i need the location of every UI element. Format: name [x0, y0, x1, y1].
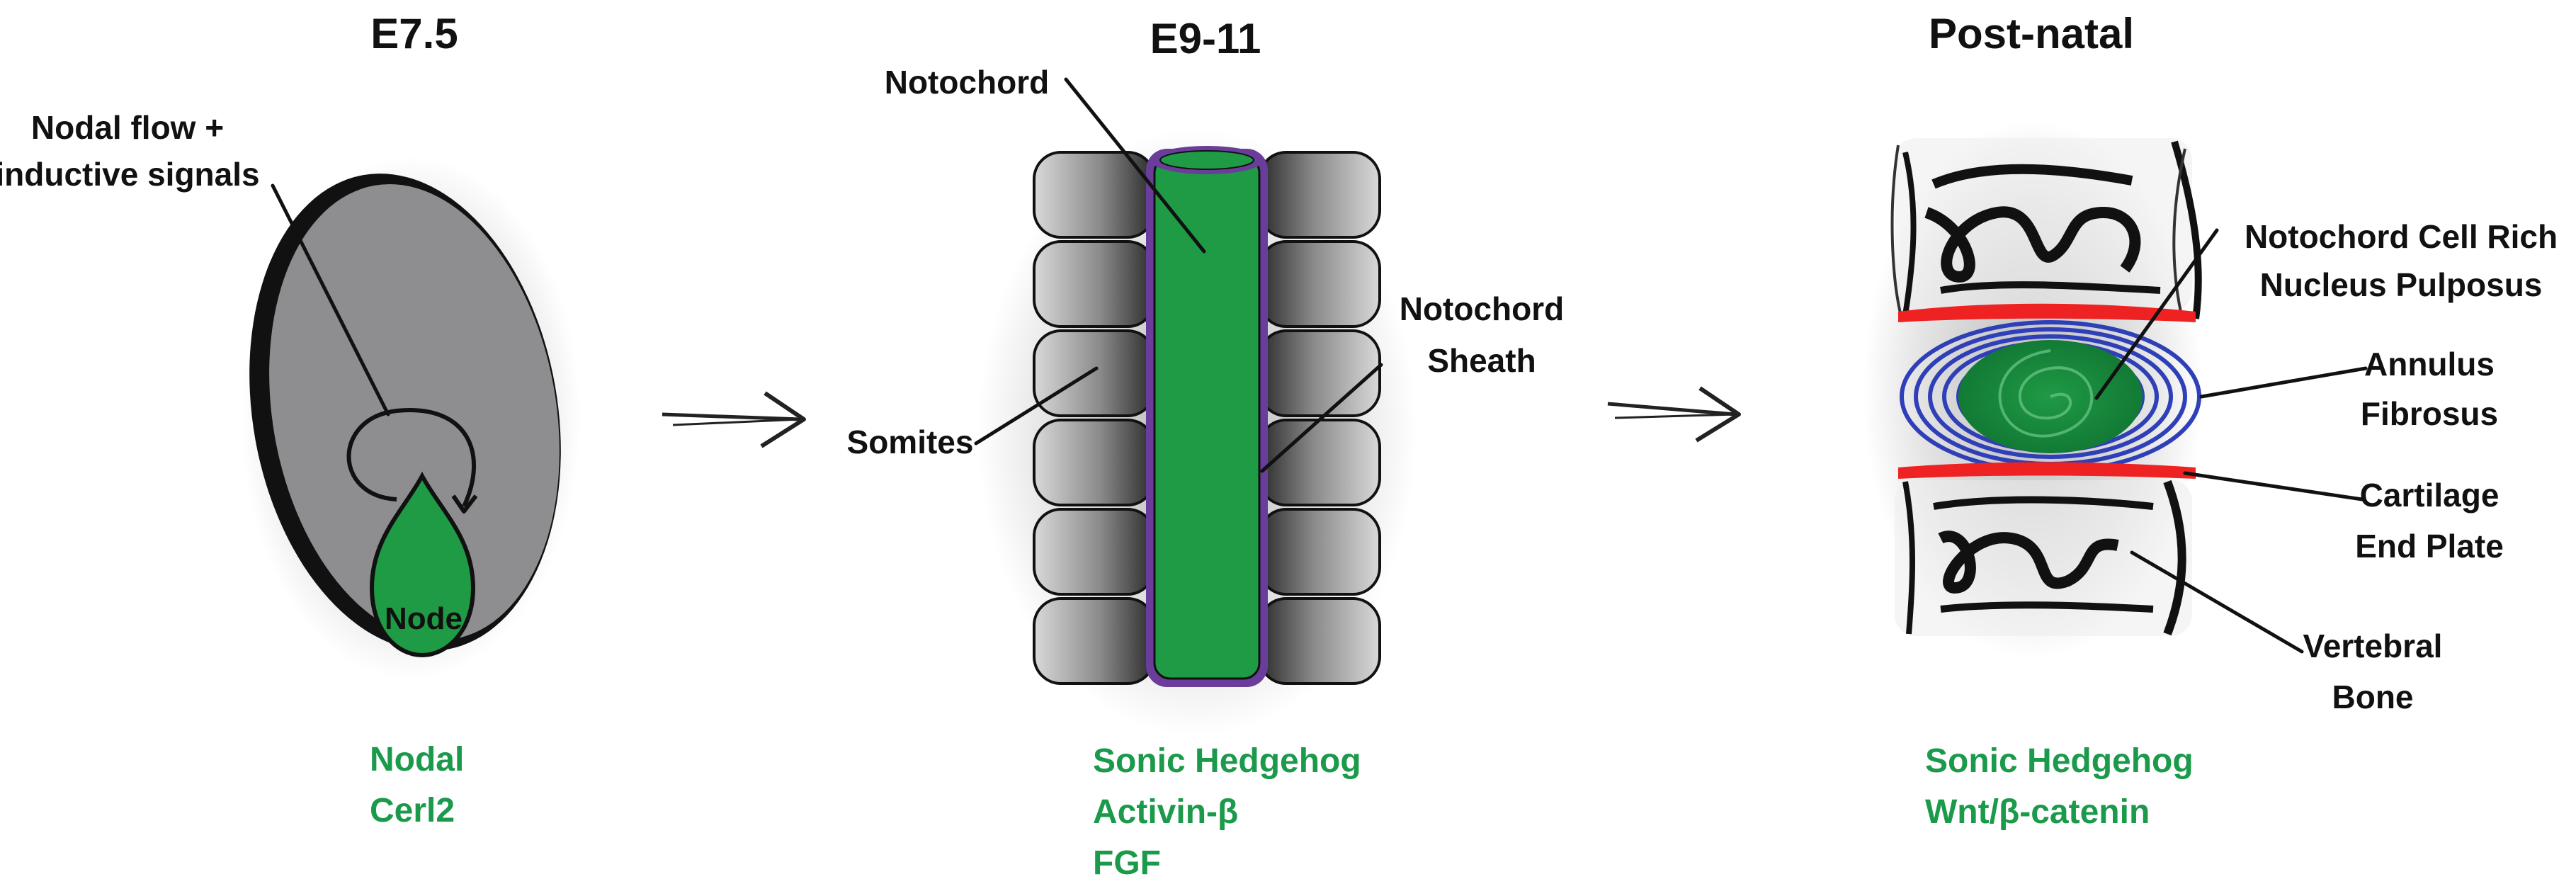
vertebral-bone-label-line1: Vertebral	[2303, 628, 2443, 664]
e9-11-gene-1: Sonic Hedgehog	[1093, 742, 1361, 780]
stage-e7-5: E7.5 Node Nodal flow + inductive signals…	[0, 10, 581, 829]
cartilage-end-plate-leader-line	[2183, 471, 2364, 501]
vertebral-bone-leader-line	[2130, 550, 2304, 654]
stage-transition-arrow-1	[662, 391, 806, 448]
notochord-rod	[1146, 146, 1268, 687]
nucleus-pulposus	[1958, 340, 2143, 453]
notochord-sheath-leader-line	[1260, 363, 1383, 473]
nucleus-pulposus-leader-line	[2094, 228, 2219, 400]
cartilage-end-plate-label-line1: Cartilage	[2360, 477, 2500, 514]
nodal-flow-label-line1: Nodal flow +	[31, 109, 224, 146]
nucleus-pulposus-label-line2: Nucleus Pulposus	[2260, 266, 2543, 303]
annulus-fibrosus-leader-line	[2199, 366, 2368, 399]
annulus-fibrosus-label-line2: Fibrosus	[2361, 395, 2498, 432]
somites-leader-line	[974, 366, 1099, 446]
notochord-sheath-label-line1: Notochord	[1400, 290, 1565, 327]
stage-title-post-natal: Post-natal	[1929, 10, 2134, 57]
e7-5-gene-1: Nodal	[370, 741, 464, 778]
node-teardrop	[369, 471, 476, 658]
e9-11-gene-3: FGF	[1093, 844, 1161, 882]
post-natal-gene-2: Wnt/β-catenin	[1925, 793, 2150, 831]
node-label: Node	[385, 601, 463, 636]
nucleus-pulposus-label-line1: Notochord Cell Rich	[2245, 218, 2558, 255]
e9-11-gene-2: Activin-β	[1093, 793, 1238, 831]
notochord-leader-line	[1064, 77, 1206, 254]
e7-5-gene-2: Cerl2	[370, 792, 455, 829]
annulus-fibrosus-label-line1: Annulus	[2364, 346, 2495, 382]
lower-cartilage-end-plate	[1898, 462, 2196, 479]
notochord-label: Notochord	[885, 64, 1050, 101]
nodal-flow-loop-arrow	[346, 408, 476, 508]
stage-title-e9-11: E9-11	[1150, 15, 1261, 62]
upper-vertebral-body	[1890, 138, 2202, 319]
nodal-flow-leader-line	[271, 183, 390, 416]
somites-left-column	[1033, 151, 1156, 685]
upper-cartilage-end-plate	[1898, 303, 2196, 322]
lower-vertebral-body	[1895, 480, 2192, 636]
cartilage-end-plate-label-line2: End Plate	[2355, 528, 2504, 565]
post-natal-gene-1: Sonic Hedgehog	[1925, 742, 2194, 780]
vertebral-bone-label-line2: Bone	[2332, 679, 2414, 715]
notochord-sheath-label-line2: Sheath	[1427, 342, 1536, 379]
stage-title-e7-5: E7.5	[370, 10, 458, 57]
stage-e9-11: E9-11 Notochord	[847, 15, 1565, 882]
somites-right-column	[1258, 151, 1381, 685]
stage-transition-arrow-2	[1607, 386, 1741, 443]
nodal-flow-label-line2: inductive signals	[0, 156, 260, 193]
somites-label: Somites	[847, 424, 974, 460]
stage-post-natal: Post-natal	[1863, 10, 2558, 831]
